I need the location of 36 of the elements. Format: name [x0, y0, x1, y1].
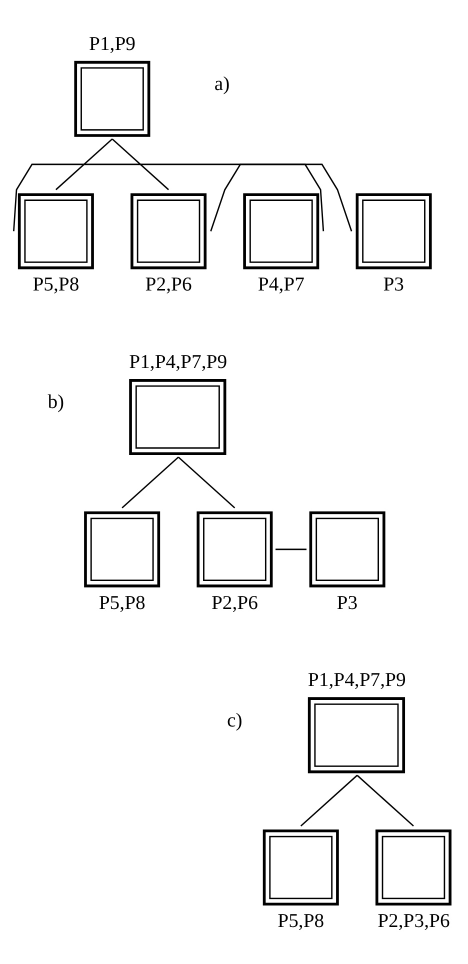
- label: a): [214, 72, 230, 95]
- node-label: P2,P6: [145, 273, 192, 296]
- node-box: [262, 829, 339, 906]
- node-box: [196, 510, 273, 587]
- node-box: [84, 510, 160, 587]
- connector: [178, 456, 236, 508]
- connector: [356, 774, 414, 826]
- node-label: P5,P8: [98, 591, 146, 614]
- connector: [276, 548, 306, 550]
- node-label: P4,P7: [258, 273, 304, 296]
- node-label: P3: [383, 273, 404, 296]
- connector: [300, 774, 358, 826]
- node-box: [308, 696, 406, 773]
- node-label: P5,P8: [278, 909, 324, 932]
- node-label: P1,P4,P7,P9: [308, 668, 406, 691]
- node-box: [129, 378, 226, 455]
- label: c): [227, 708, 242, 731]
- node-label: P1,P4,P7,P9: [129, 350, 228, 373]
- connector: [112, 138, 170, 190]
- connector: [210, 163, 352, 231]
- node-box: [309, 510, 386, 587]
- connector: [13, 163, 324, 231]
- node-box: [18, 192, 94, 269]
- connector: [122, 456, 179, 508]
- node-box: [130, 192, 207, 269]
- label: b): [48, 390, 64, 413]
- node-label: P5,P8: [32, 273, 80, 296]
- connector: [55, 138, 113, 190]
- node-label: P2,P3,P6: [378, 909, 450, 932]
- node-box: [74, 60, 150, 136]
- node-label: P1,P9: [89, 32, 136, 54]
- node-label: P3: [336, 591, 358, 614]
- node-box: [375, 829, 452, 906]
- node-box: [243, 192, 320, 269]
- node-box: [356, 192, 432, 269]
- node-label: P2,P6: [211, 591, 258, 614]
